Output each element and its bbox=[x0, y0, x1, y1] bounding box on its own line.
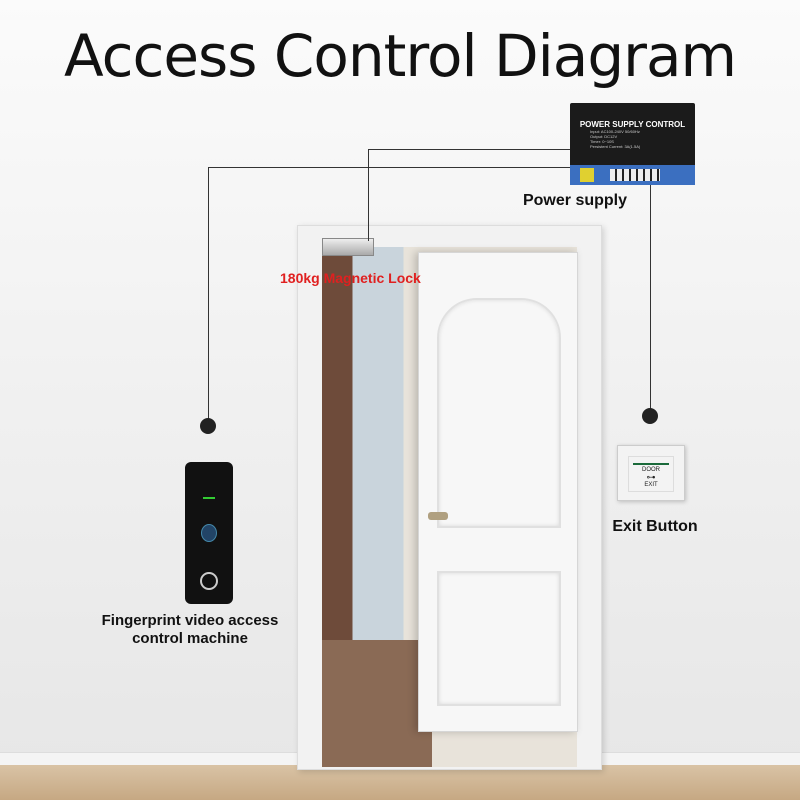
fingerprint-keypad bbox=[185, 462, 233, 604]
exit-connection-dot bbox=[642, 408, 658, 424]
fingerprint-label-line: Fingerprint video access bbox=[101, 612, 279, 629]
fingerprint-label: Fingerprint video access control machine bbox=[80, 612, 300, 648]
psu-heading: POWER SUPPLY CONTROL bbox=[579, 120, 686, 129]
exit-door-text: DOOR bbox=[642, 467, 660, 473]
psu-spec: Input: AC100-240V 50/60Hz bbox=[590, 129, 640, 134]
floor bbox=[0, 765, 800, 800]
psu-spec: Output: DC12V bbox=[590, 134, 618, 139]
psu-terminal-block bbox=[570, 165, 695, 185]
diagram-title: Access Control Diagram bbox=[63, 22, 737, 90]
status-led bbox=[203, 497, 215, 499]
door-upper-panel bbox=[437, 298, 561, 528]
fingerprint-icon bbox=[201, 524, 217, 542]
wire-lock-drop bbox=[368, 149, 369, 241]
wire-lock bbox=[368, 149, 571, 150]
wire-exit bbox=[650, 185, 651, 415]
fingerprint-label-line: control machine bbox=[132, 630, 248, 647]
power-supply-label: Power supply bbox=[522, 192, 628, 209]
key-icon: ⊶ bbox=[646, 472, 656, 482]
psu-spec: Timer: 0~10S bbox=[590, 139, 614, 144]
room-floor bbox=[322, 640, 432, 767]
exit-exit-text: EXIT bbox=[644, 482, 658, 488]
psu-terminals bbox=[610, 169, 660, 181]
door bbox=[418, 252, 578, 732]
magnetic-lock bbox=[322, 238, 374, 256]
keypad-connection-dot bbox=[200, 418, 216, 434]
door-lower-panel bbox=[437, 571, 561, 706]
wire-keypad bbox=[208, 167, 571, 168]
bell-icon bbox=[200, 572, 218, 590]
psu-fuse bbox=[580, 168, 594, 182]
wire-keypad-drop bbox=[208, 167, 209, 425]
door-handle bbox=[428, 512, 448, 520]
exit-button-label: Exit Button bbox=[612, 518, 698, 535]
magnetic-lock-label: 180kg Magnetic Lock bbox=[280, 270, 421, 286]
exit-button-device: DOOR ⊶ EXIT bbox=[617, 445, 685, 501]
psu-spec: Persistent Current: 3A(1.5A) bbox=[590, 144, 641, 149]
